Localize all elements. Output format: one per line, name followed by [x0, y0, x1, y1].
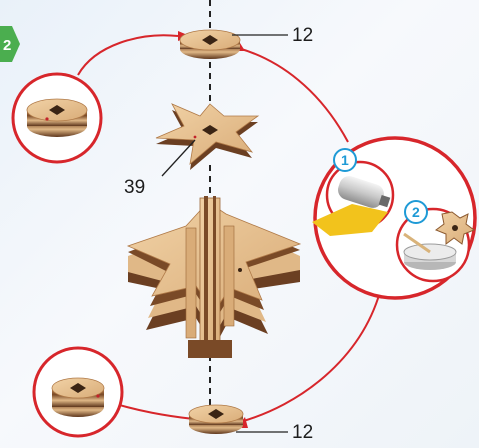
bottom-washer-label: 12 [292, 422, 313, 443]
bottom-washer-leader: 12 [236, 422, 313, 443]
detail-circle-bottom [32, 346, 124, 438]
substep-2-label: 2 [412, 204, 420, 220]
substep-2-badge: 2 [404, 200, 428, 224]
step-badge-icon: 2 [0, 26, 20, 62]
top-washer [179, 29, 241, 59]
gear-part-icon [434, 211, 476, 245]
star-piece-label: 39 [124, 177, 145, 198]
detail-circle-top [11, 72, 103, 164]
star-piece [155, 103, 260, 170]
substep-1-label: 1 [341, 152, 349, 168]
bottom-washer [188, 404, 244, 434]
hub-assembly [126, 196, 302, 358]
top-washer-leader: 12 [232, 25, 313, 46]
step-number: 2 [3, 37, 11, 54]
substep-1-badge: 1 [333, 148, 357, 172]
glue-instruction-circle: 1 2 [312, 136, 477, 300]
top-washer-label: 12 [292, 25, 313, 46]
star-piece-leader: 39 [124, 139, 196, 198]
glue-tube-icon [312, 160, 395, 236]
